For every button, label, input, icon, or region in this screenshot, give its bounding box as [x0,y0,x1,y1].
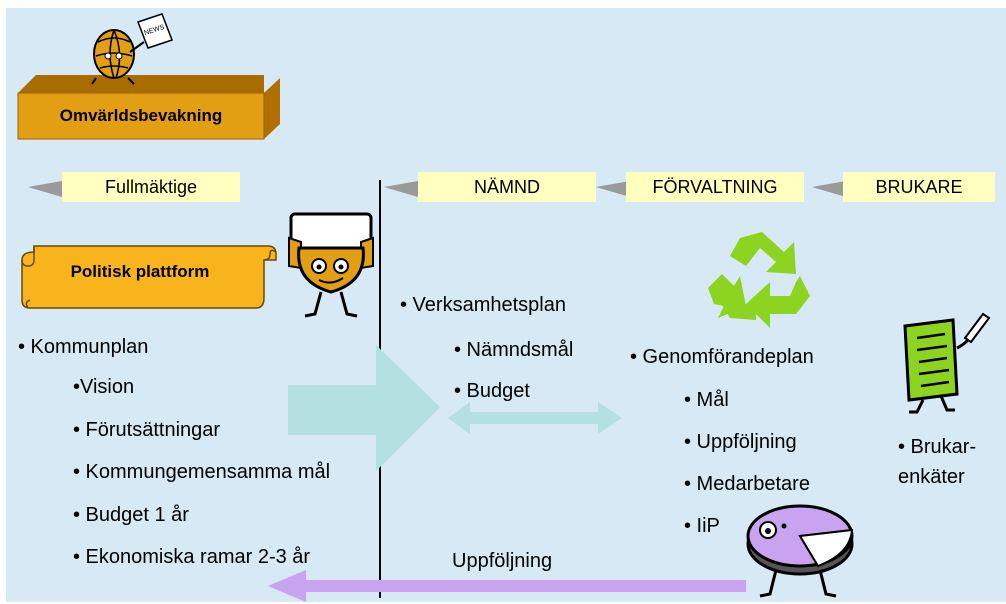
right-list-item: • Uppföljning [684,431,797,453]
uppfoljning-arrow-label: Uppföljning [452,550,553,572]
brukare-wedge [812,181,846,197]
left-list-item: • Förutsättningar [73,419,221,441]
brukar-line2: enkäter [898,466,965,488]
sign-holder-icon [288,212,374,318]
omvarld-box-3d [17,75,280,140]
forvaltning-wedge [596,181,630,197]
header-brukare: BRUKARE [843,172,995,202]
left-list-item: • Kommungemensamma mål [73,461,331,483]
right-list-title: • Genomförandeplan [630,346,814,368]
uppfoljning-arrow [268,570,746,602]
header-namnd: NÄMND [418,172,596,202]
left-list-item: • Ekonomiska ramar 2-3 år [73,546,311,568]
left-list-title: • Kommunplan [18,336,149,358]
scroll-label: Politisk plattform [70,262,210,281]
right-list-item: • Mål [684,389,729,411]
teal-double-arrow [448,402,622,434]
brukar-line1: • Brukar- [898,436,977,458]
left-list-item: •Vision [73,376,135,398]
teal-forward-arrow [288,345,440,471]
header-fullmaktige: Fullmäktige [62,172,240,202]
right-list-item: • Medarbetare [684,473,810,495]
fullmaktige-wedge [28,181,62,197]
namnd-wedge [384,181,418,197]
recycle-icon [708,232,810,328]
left-list-item: • Budget 1 år [73,504,189,526]
globe-news-icon: NEWS [91,13,173,85]
omvarld-label: Omvärldsbevakning [59,106,223,125]
header-forvaltning: FÖRVALTNING [626,172,804,202]
pie-creature-icon [746,504,854,598]
politisk-scroll [21,245,277,309]
middle-list-item: • Nämndsmål [454,339,574,361]
clipboard-pen-icon [903,312,991,414]
right-list-item: • IiP [684,515,720,537]
middle-list-title: • Verksamhetsplan [400,294,566,316]
middle-list-item: • Budget [454,380,530,402]
